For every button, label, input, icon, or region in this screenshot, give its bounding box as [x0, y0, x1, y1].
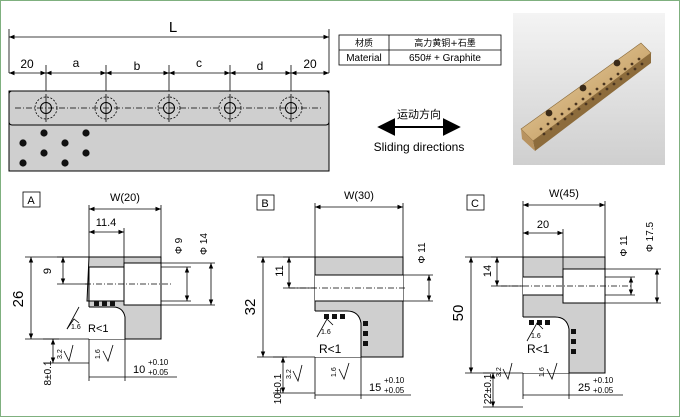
direction-cn: 运动方向 [397, 107, 441, 121]
diameter-large: Φ 17.5 [645, 221, 656, 252]
material-label-en: Material [346, 53, 382, 64]
roughness-label: 1.6 [331, 367, 338, 377]
bottom-height: 8±0.1 [43, 360, 54, 385]
total-height: 50 [450, 305, 467, 322]
segment-label: b [134, 59, 141, 73]
hole-height: 9 [42, 268, 54, 274]
section-tag: B [261, 198, 268, 210]
roughness-label: 1.6 [71, 324, 81, 331]
section-tag: A [27, 195, 35, 207]
bottom-height: 22±0.1 [483, 373, 494, 404]
material-label-cn: 材质 [355, 37, 373, 49]
segment-label: a [73, 56, 80, 70]
product-photo [513, 13, 665, 165]
diameter-small: Φ 9 [174, 237, 185, 254]
total-height: 26 [10, 291, 27, 308]
material-value-en: 650# + Graphite [409, 53, 481, 64]
tolerance-upper: +0.10 [148, 358, 169, 367]
graphite-plugs [19, 129, 90, 167]
section-a: A W(20) 11.4 Φ 9 Φ 14 9 [10, 191, 215, 385]
hole-height: 14 [482, 265, 494, 277]
section-c: C W(45) 20 Φ 11 Φ 17.5 [450, 188, 661, 408]
roughness-label: 1.6 [531, 333, 541, 340]
length-label: L [169, 19, 177, 36]
counterbore-depth: 11.4 [96, 217, 117, 229]
slot-base: 25 [578, 382, 590, 394]
counterbore-depth: 20 [537, 219, 549, 231]
material-value-cn: 高力黄铜+石墨 [414, 37, 476, 49]
hole-height: 11 [274, 265, 286, 276]
roughness-label: 1.6 [539, 367, 546, 377]
slot-base: 15 [369, 382, 381, 394]
segment-label: c [196, 56, 202, 70]
slot-base: 10 [133, 364, 145, 376]
width-label: W(30) [344, 190, 374, 202]
roughness-label: 3.2 [496, 367, 503, 377]
material-table: 材质 高力黄铜+石墨 Material 650# + Graphite [338, 34, 502, 66]
roughness-label: 1.6 [95, 349, 102, 359]
mounting-holes [34, 94, 303, 122]
radius-label: R<1 [88, 323, 109, 335]
section-tag: C [471, 198, 479, 210]
sliding-direction: 运动方向 Sliding directions [374, 107, 465, 154]
tolerance-lower: +0.05 [593, 386, 614, 395]
plan-view: L 20 a b c d 20 [8, 19, 330, 172]
tolerance-upper: +0.10 [384, 376, 405, 385]
radius-label: R<1 [319, 342, 342, 356]
roughness-label: 1.6 [321, 329, 331, 336]
diameter-large: Φ 14 [199, 233, 210, 255]
tolerance-lower: +0.05 [148, 368, 169, 377]
total-height: 32 [242, 299, 259, 316]
bottom-height: 10±0.1 [273, 373, 284, 404]
direction-en: Sliding directions [374, 140, 465, 154]
radius-label: R<1 [527, 342, 550, 356]
width-label: W(45) [549, 188, 579, 200]
tolerance-upper: +0.10 [593, 376, 614, 385]
roughness-label: 3.2 [286, 369, 293, 379]
section-b: B W(30) Φ 11 11 32 [242, 190, 433, 404]
roughness-label: 3.2 [57, 349, 64, 359]
diameter-small: Φ 11 [417, 242, 428, 264]
width-label: W(20) [110, 192, 140, 204]
segment-label: 20 [20, 57, 34, 71]
segment-label: 20 [303, 57, 317, 71]
segment-label: d [257, 59, 264, 73]
diameter-small: Φ 11 [619, 235, 630, 257]
tolerance-lower: +0.05 [384, 386, 405, 395]
